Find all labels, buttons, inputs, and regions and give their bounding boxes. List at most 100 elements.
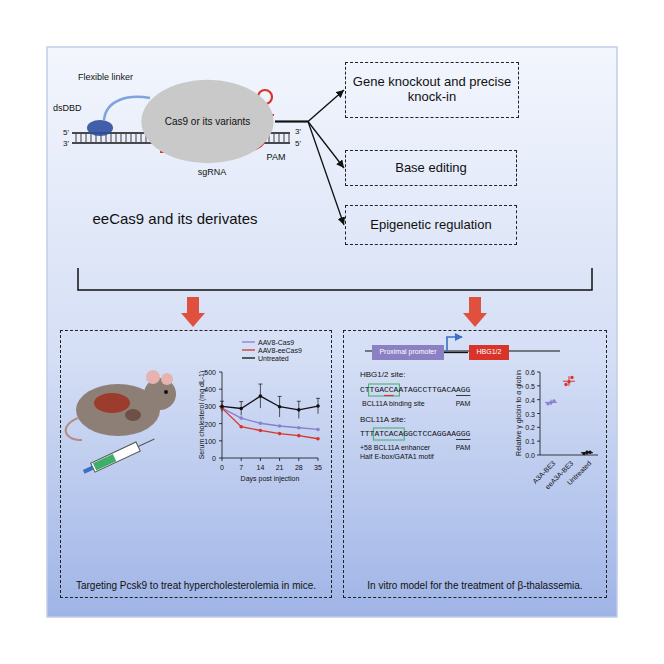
node-text: Proximal promoter (379, 348, 436, 356)
illustration-part (537, 399, 540, 400)
application-box: Base editing (345, 150, 517, 186)
example-panel: Targeting Pcsk9 to treat hypercholestero… (60, 330, 332, 598)
illustration-part (563, 376, 575, 386)
illustration-part (242, 349, 255, 350)
illustration-part (220, 406, 320, 431)
illustration-part (222, 396, 318, 410)
illustration-part (81, 134, 82, 142)
protein-oval: Cas9 or its variants (140, 78, 275, 165)
tick-label: 21 (276, 464, 284, 471)
tick-label: 100 (204, 437, 216, 444)
connector-arrow (275, 122, 344, 226)
node-text: In vitro model for the treatment of β-th… (367, 580, 582, 592)
illustration-part (219, 372, 318, 461)
annotation-label: +58 BCL11A enhancer (360, 444, 430, 451)
annotation-label: 3' (63, 140, 69, 148)
illustration-part (456, 439, 470, 440)
illustration-part (66, 370, 176, 440)
illustration-part (564, 376, 573, 386)
annotation-label: PAM (267, 153, 286, 162)
illustration-part (546, 402, 549, 405)
illustration-part (537, 372, 598, 455)
axis-title: Serum cholesterol (mg dL-1) (198, 371, 205, 460)
illustration-part (279, 134, 280, 142)
tick-label: 0.3 (525, 410, 535, 417)
annotation-label: BCL11A binding site (362, 400, 425, 407)
illustration-part (278, 396, 282, 417)
illustration-part (546, 399, 555, 405)
illustration-part (582, 451, 591, 456)
illustration-part (463, 297, 487, 327)
illustration-part (242, 342, 255, 358)
illustration-part (582, 452, 585, 455)
illustration-part (239, 425, 243, 429)
illustration-part (219, 389, 222, 390)
oval-shape (141, 80, 273, 164)
node-text: Gene knockout and precise knock-in (352, 75, 512, 105)
illustration-part (87, 120, 113, 136)
illustration-part (83, 466, 94, 474)
illustration-part (136, 134, 137, 142)
illustration-part (47, 47, 617, 617)
illustration-part (316, 437, 320, 441)
illustration-part (540, 372, 598, 455)
application-box: Gene knockout and precise knock-in (345, 62, 519, 118)
application-box: Epigenetic regulation (345, 205, 517, 245)
tick-label: 300 (204, 403, 216, 410)
annotation-label: 5' (295, 140, 301, 148)
illustration-part (297, 434, 301, 438)
illustration-part (161, 373, 173, 385)
node-text: Targeting Pcsk9 to treat hypercholestero… (76, 580, 316, 592)
illustration-part (278, 424, 282, 428)
tick-label: 0.6 (525, 369, 535, 376)
illustration-part (289, 134, 290, 142)
tick-label: 0.5 (525, 382, 535, 389)
illustration-part (86, 134, 87, 142)
illustration-part (537, 455, 540, 456)
illustration-part (316, 428, 320, 432)
annotation-label: 3' (295, 128, 301, 136)
illustration-part (219, 458, 222, 459)
illustration-part (564, 383, 567, 386)
dna-sequence: CTTGACCAATAGCCTTGACAAGG (360, 386, 470, 394)
illustration-part (66, 418, 82, 440)
figure-title: eeCas9 and its derivates (92, 211, 257, 226)
node-text: Cas9 or its variants (165, 116, 251, 128)
illustration-part (116, 134, 117, 142)
promoter-box: Proximal promoter (372, 345, 444, 360)
tick-label: 500 (204, 369, 216, 376)
annotation-label: sgRNA (198, 168, 227, 177)
tick-label: 200 (204, 420, 216, 427)
illustration-part (260, 458, 261, 461)
illustration-part (316, 398, 320, 413)
illustration-part (220, 384, 320, 418)
illustration-part (537, 427, 540, 428)
illustration-part (222, 408, 318, 429)
illustration-part (239, 416, 243, 420)
illustration-part (82, 434, 157, 476)
node-text: Base editing (395, 161, 467, 176)
illustration-part (278, 432, 282, 436)
legend-label: Untreated (258, 355, 289, 362)
illustration-part (318, 458, 319, 461)
tick-label: 14 (256, 464, 264, 471)
annotation-label: HBG1/2 site: (360, 371, 405, 379)
annotation-label: 5' (63, 129, 69, 137)
illustration-part (78, 268, 592, 290)
illustration-part (274, 134, 275, 142)
annotation-label: Half E-box/GATA1 motif (360, 453, 434, 460)
illustration-part (241, 458, 242, 461)
legend-label: AAV8-eeCas9 (258, 347, 302, 354)
illustration-part (456, 395, 470, 396)
illustration-part (220, 401, 224, 411)
illustration-part (76, 134, 77, 142)
illustration-part (94, 393, 130, 413)
illustration-part (545, 400, 557, 406)
illustration-part (222, 372, 318, 458)
illustration-part (581, 451, 593, 455)
illustration-part (549, 401, 552, 404)
annotation-label: PAM (456, 400, 471, 407)
